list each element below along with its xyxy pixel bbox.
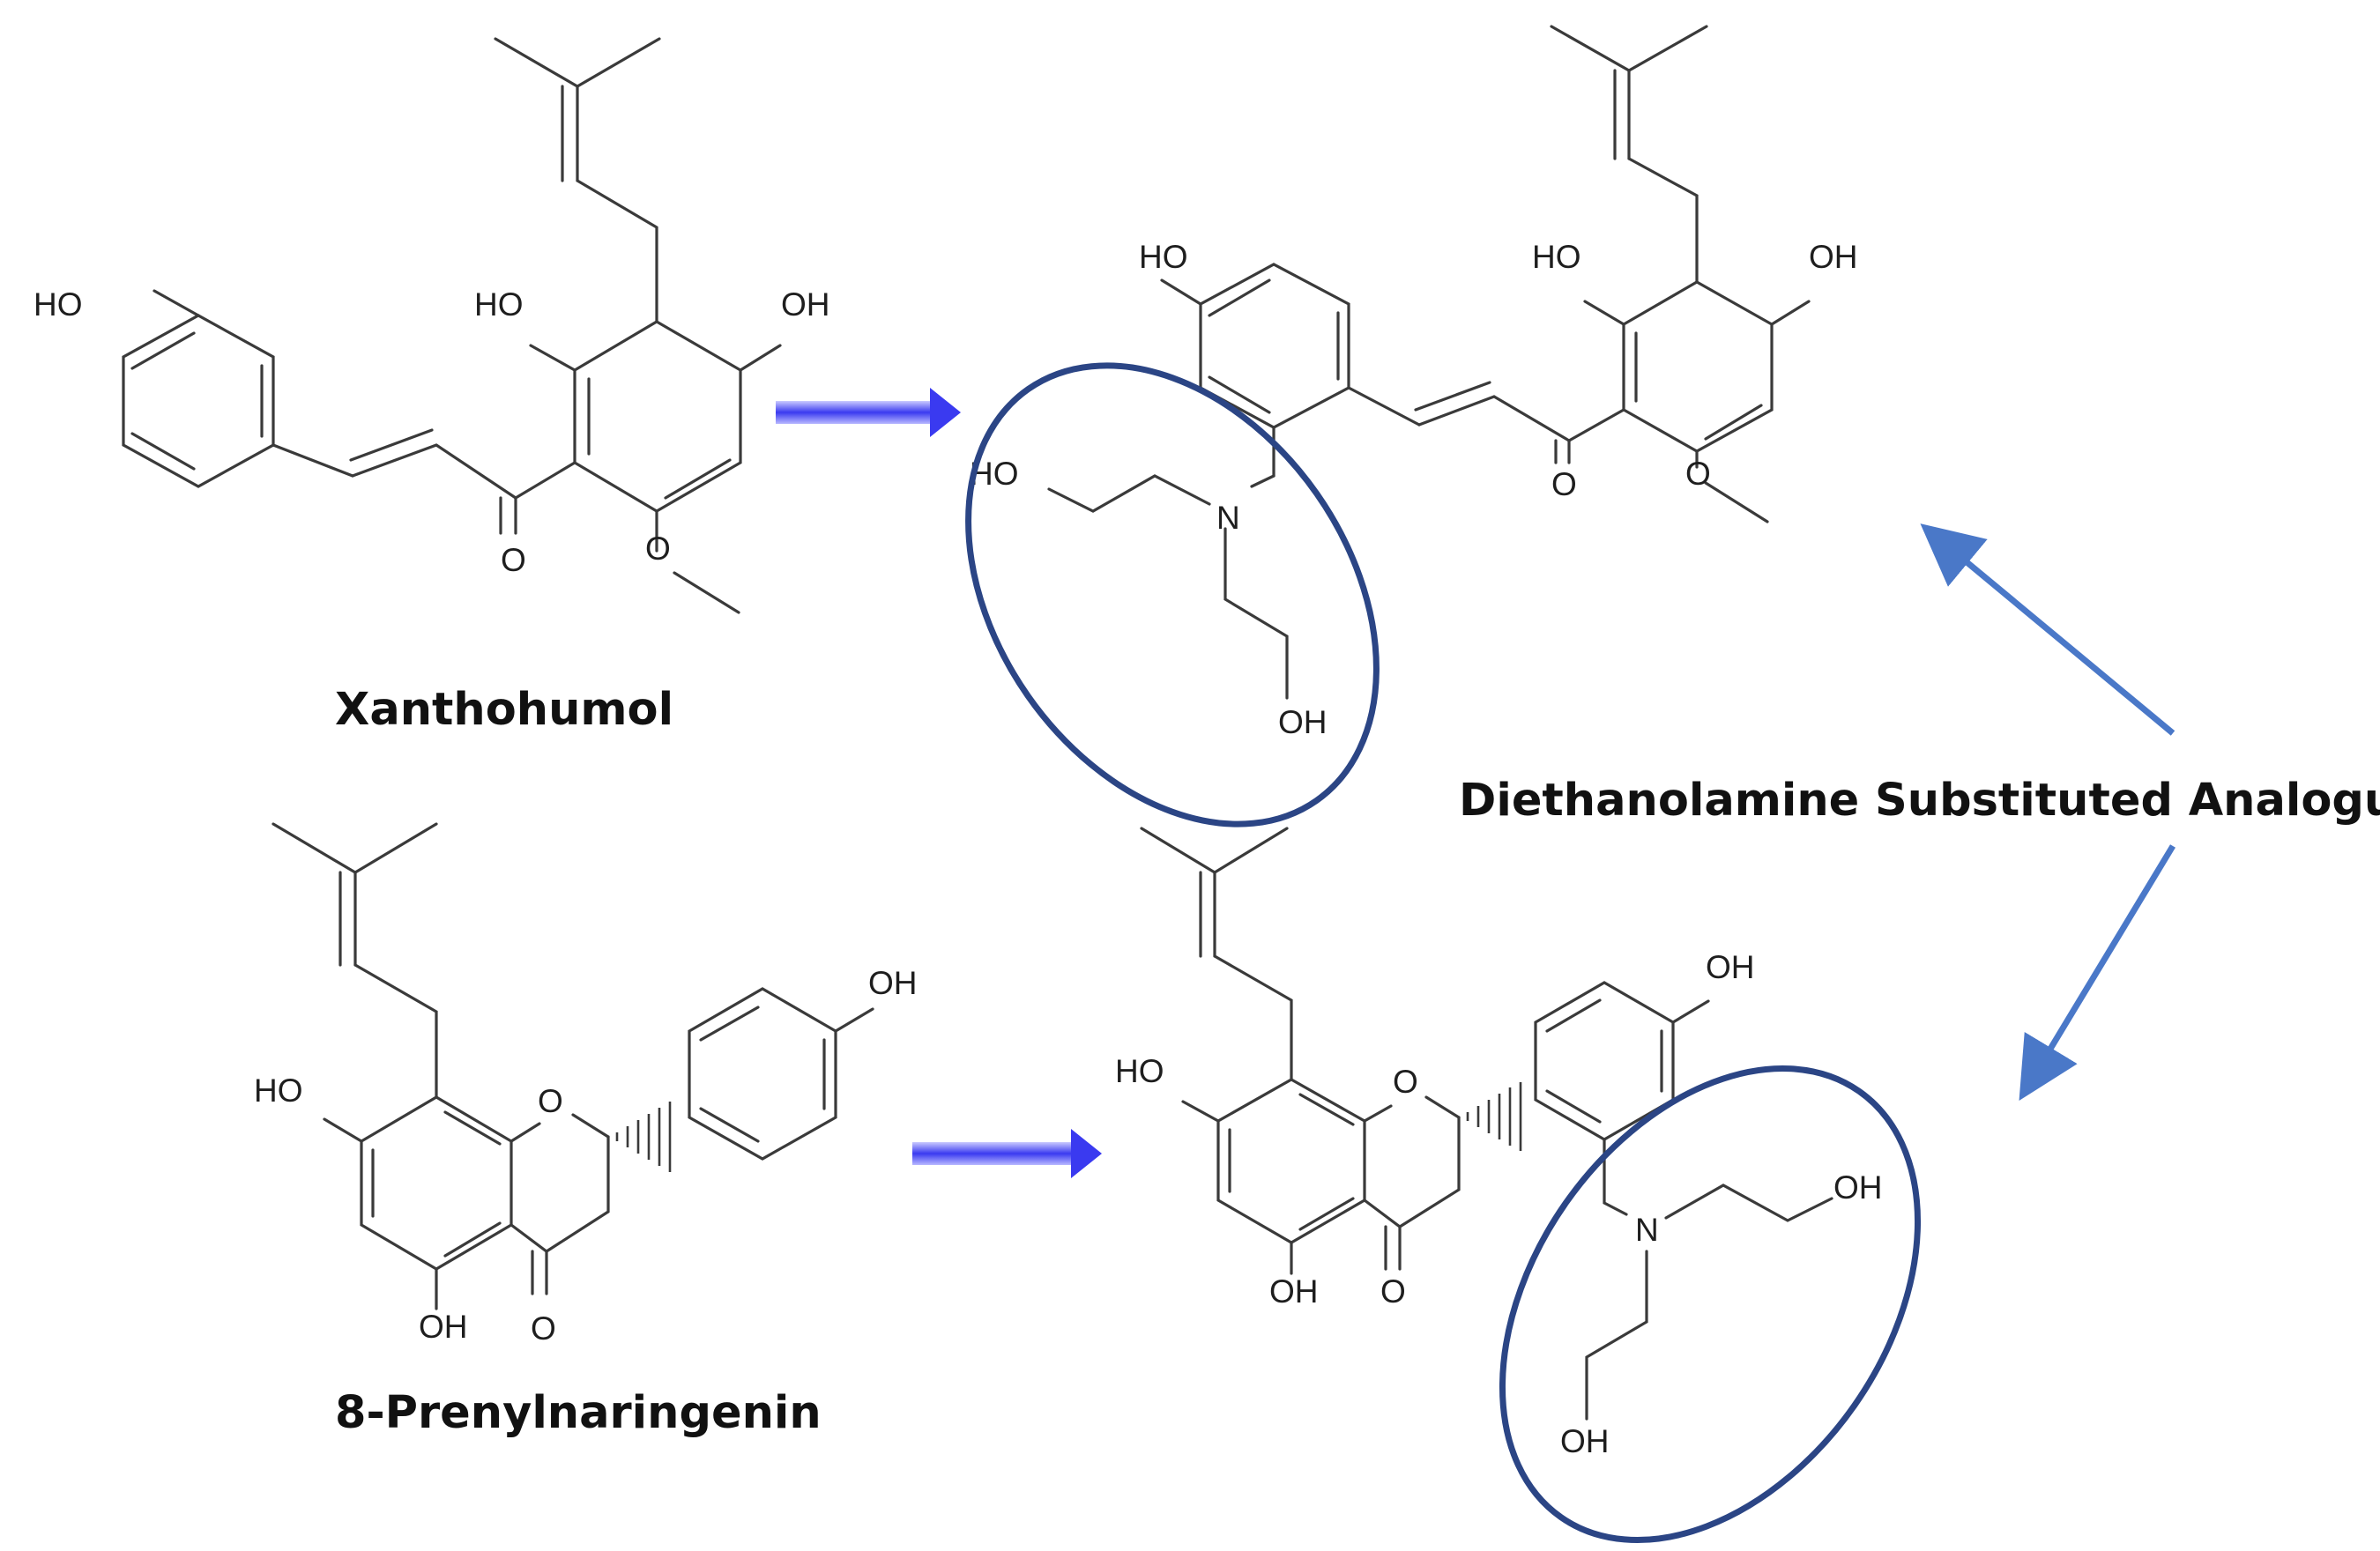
caption-analogues: Diethanolamine Substituted Analogues [1459,775,2380,827]
pointer-arrow-icon [2019,844,2175,1101]
right-arrow-icon [776,388,961,437]
atom-o: O [501,542,526,578]
atom-ho: HO [1532,239,1581,275]
atom-ho: HO [474,286,524,323]
caption-xanthohumol: Xanthohumol [335,684,673,736]
atom-o: O [1380,1273,1406,1310]
pointer-arrow-icon [1920,523,2175,736]
caption-prenylnaringenin: 8-Prenylnaringenin [335,1387,822,1439]
atom-oh: OH [1809,239,1858,275]
atom-o: O [645,531,671,567]
right-arrow-icon [912,1129,1102,1178]
atom-n: N [1635,1212,1659,1248]
8-prenylnaringenin-structure: HO OH O O OH [254,822,918,1347]
atom-oh: OH [1269,1273,1319,1310]
atom-ho: HO [1115,1053,1164,1089]
xanthohumol-structure: HO HO OH O O [33,37,830,614]
atom-oh: OH [419,1309,468,1345]
atom-oh: OH [1833,1169,1883,1206]
atom-oh: OH [1560,1423,1610,1459]
atom-o: O [1685,456,1711,492]
atom-ho: HO [33,286,83,323]
diethanolamine-highlight-ellipse [1499,1065,1922,1543]
atom-o: O [1393,1064,1418,1100]
atom-o: O [531,1310,556,1347]
atom-oh: OH [1706,949,1755,985]
atom-ho: HO [254,1072,303,1109]
atom-oh: OH [781,286,830,323]
diethanolamine-highlight-ellipse [965,362,1380,827]
atom-ho: HO [1139,239,1188,275]
atom-o: O [1551,466,1577,502]
xanthohumol-analogue-structure: HO HO OH O O N HO OH [970,25,1858,740]
atom-oh: OH [1278,704,1328,740]
atom-n: N [1216,500,1240,536]
atom-oh: OH [868,965,918,1001]
8-prenylnaringenin-analogue-structure: HO OH O O OH N OH OH [1115,827,1883,1459]
atom-o: O [538,1083,563,1119]
